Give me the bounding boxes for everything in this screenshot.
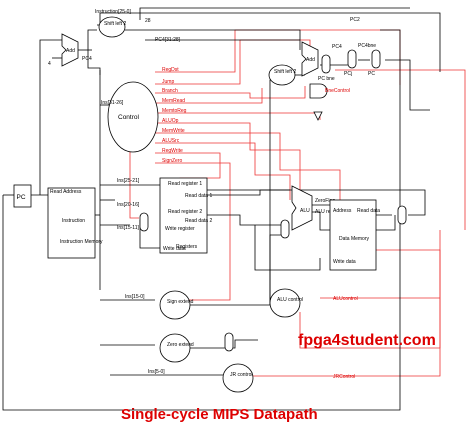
pc-label: PC (17, 194, 26, 201)
svg-text:RegWrite: RegWrite (162, 148, 183, 154)
svg-text:ALUOp: ALUOp (162, 118, 179, 124)
and-gate (309, 83, 328, 121)
svg-text:MemtoReg: MemtoReg (162, 108, 187, 114)
svg-text:Sign extend: Sign extend (167, 299, 194, 305)
label-pc4-31-28: PC4[31:28] (155, 37, 181, 43)
label-alu-result: ALU result (315, 209, 339, 215)
svg-text:MemRead: MemRead (162, 98, 185, 104)
svg-text:Add: Add (66, 48, 75, 54)
label-pc4bne: PC4bne (358, 43, 376, 49)
control-unit: Control (107, 81, 159, 153)
branch-adder: Add (301, 41, 319, 77)
svg-text:Read data: Read data (357, 208, 380, 214)
svg-text:JR control: JR control (230, 372, 253, 378)
alu-control: ALU control (269, 288, 303, 318)
sign-zero-mux (224, 332, 234, 352)
label-ins-20-16: Ins[20-16] (117, 202, 140, 208)
svg-text:Control: Control (118, 114, 140, 121)
label-alu-control-sig: ALUcontrol (333, 296, 358, 302)
svg-text:Add: Add (306, 57, 315, 63)
svg-text:Read data 1: Read data 1 (185, 193, 212, 199)
svg-text:Data Memory: Data Memory (339, 236, 370, 242)
svg-text:ALUSrc: ALUSrc (162, 138, 180, 144)
svg-text:MemWrite: MemWrite (162, 128, 185, 134)
label-ins-31-26: Ins[31-26] (101, 100, 124, 106)
label-ins-15-0: Ins[15-0] (125, 294, 145, 300)
shift-left-top: Shift left 2 (98, 16, 126, 38)
svg-text:Read register 2: Read register 2 (168, 209, 202, 215)
label-ins-25-21: Ins[25-21] (117, 178, 140, 184)
zero-extend: Zero extend (159, 333, 194, 363)
const-four: 4 (48, 61, 51, 67)
svg-text:Jump: Jump (162, 79, 174, 85)
svg-text:Shift left 2: Shift left 2 (274, 69, 296, 75)
diagram-title: Single-cycle MIPS Datapath (121, 406, 318, 423)
svg-text:Instruction: Instruction (62, 218, 85, 224)
svg-text:ALU: ALU (300, 208, 310, 214)
label-instr-25-0: Instruction[25-0] (95, 9, 131, 15)
svg-text:Read Address: Read Address (50, 189, 82, 195)
svg-text:Zero extend: Zero extend (167, 342, 194, 348)
register-file: Read register 1 Read data 1 Read registe… (159, 177, 212, 254)
alusrc-mux (280, 219, 290, 239)
label-pc4-b: PC4 (332, 44, 342, 50)
svg-text:Instruction Memory: Instruction Memory (60, 239, 103, 245)
svg-text:Address: Address (333, 208, 352, 214)
pc-register: PC (13, 184, 32, 208)
pc-bne-mux (321, 54, 331, 74)
svg-text:Read data 2: Read data 2 (185, 218, 212, 224)
label-zero-flag: ZeroFlag (315, 198, 335, 204)
memtoreg-mux (397, 205, 407, 225)
svg-text:Write data: Write data (163, 246, 186, 252)
sign-extend: Sign extend (159, 290, 194, 320)
label-pc2: PC2 (350, 17, 360, 23)
svg-text:Read register 1: Read register 1 (168, 181, 202, 187)
svg-text:Registers: Registers (176, 244, 198, 250)
pcj-mux (371, 49, 381, 69)
alu: ALU (291, 185, 313, 231)
label-28: 28 (145, 18, 151, 24)
control-signal-labels: RegDst Jump Branch MemRead MemtoReg ALUO… (162, 67, 187, 164)
brand-text: fpga4student.com (298, 332, 436, 349)
svg-text:Branch: Branch (162, 88, 178, 94)
jr-control: JR control (222, 363, 254, 393)
pc4bne-mux (347, 49, 357, 69)
label-jr-control-sig: JRControl (333, 374, 355, 380)
svg-text:RegDst: RegDst (162, 67, 179, 73)
label-pcj: PCj (344, 71, 352, 77)
regdst-mux (139, 212, 149, 232)
pc-plus4-adder: Add (61, 33, 79, 67)
svg-text:Write data: Write data (333, 259, 356, 265)
svg-text:ALU control: ALU control (277, 297, 303, 303)
label-ins-15-11: Ins[15-11] (117, 225, 139, 231)
shift-left-mid: Shift left 2 (268, 64, 296, 86)
label-bne-control: BneControl (325, 88, 350, 94)
label-ins-5-0: Ins[5-0] (148, 369, 165, 375)
instruction-memory: Read Address Instruction Instruction Mem… (47, 187, 103, 259)
label-pc4: PC4 (82, 56, 92, 62)
data-memory: Address Read data Data Memory Write data (329, 199, 380, 271)
label-pc-right: PC (368, 71, 375, 77)
svg-text:Shift left 2: Shift left 2 (104, 21, 126, 27)
svg-text:Write register: Write register (165, 226, 195, 232)
label-pc-bne: PC bne (318, 76, 335, 82)
svg-text:SignZero: SignZero (162, 158, 183, 164)
